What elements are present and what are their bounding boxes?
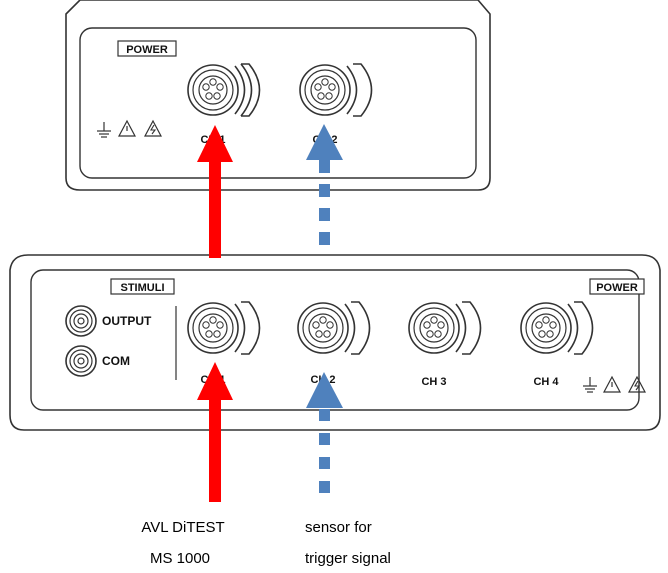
top-caution-icon: [118, 119, 136, 137]
bottom-ground-icon: [583, 377, 597, 393]
bottom-device-panel: [30, 269, 640, 411]
com-label: COM: [102, 354, 130, 368]
bottom-ch4-label: CH 4: [533, 376, 559, 388]
top-power-label: POWER: [126, 44, 168, 56]
caption-left-line2: MS 1000: [150, 550, 210, 567]
top-ch2-connector: [299, 63, 373, 117]
solid-arrow-top: [197, 125, 233, 258]
top-device: POWER CH 1 CH: [65, 0, 491, 191]
caption-right-line1: sensor for: [305, 519, 372, 536]
bottom-caution-icon: [603, 375, 621, 393]
caption-right-line2: trigger signal: [305, 550, 391, 567]
output-label: OUTPUT: [102, 314, 152, 328]
stimuli-label: STIMULI: [121, 282, 165, 294]
bottom-ch4-connector: [520, 301, 594, 355]
top-device-panel: [79, 27, 477, 179]
com-jack-icon: [65, 345, 97, 377]
bottom-power-label: POWER: [596, 282, 638, 294]
stimuli-box: [110, 278, 175, 295]
bottom-high-voltage-icon: [628, 375, 646, 393]
bottom-device: STIMULI POWER OUTPUT COM: [9, 254, 661, 431]
caption-left-line1: AVL DiTEST: [141, 519, 224, 536]
top-high-voltage-icon: [144, 119, 162, 137]
bottom-power-box: [589, 278, 645, 295]
bottom-ch3-connector: [408, 301, 482, 355]
output-jack-icon: [65, 305, 97, 337]
top-power-box: [117, 40, 177, 57]
solid-arrow-bottom: [197, 362, 233, 502]
top-ch1-connector: [187, 63, 261, 117]
dashed-arrow-bottom: [306, 372, 343, 493]
bottom-ch3-label: CH 3: [421, 376, 446, 388]
top-ground-icon: [97, 122, 111, 138]
bottom-ch1-connector: [187, 301, 261, 355]
bottom-ch2-connector: [297, 301, 371, 355]
dashed-arrow-top: [306, 124, 343, 245]
